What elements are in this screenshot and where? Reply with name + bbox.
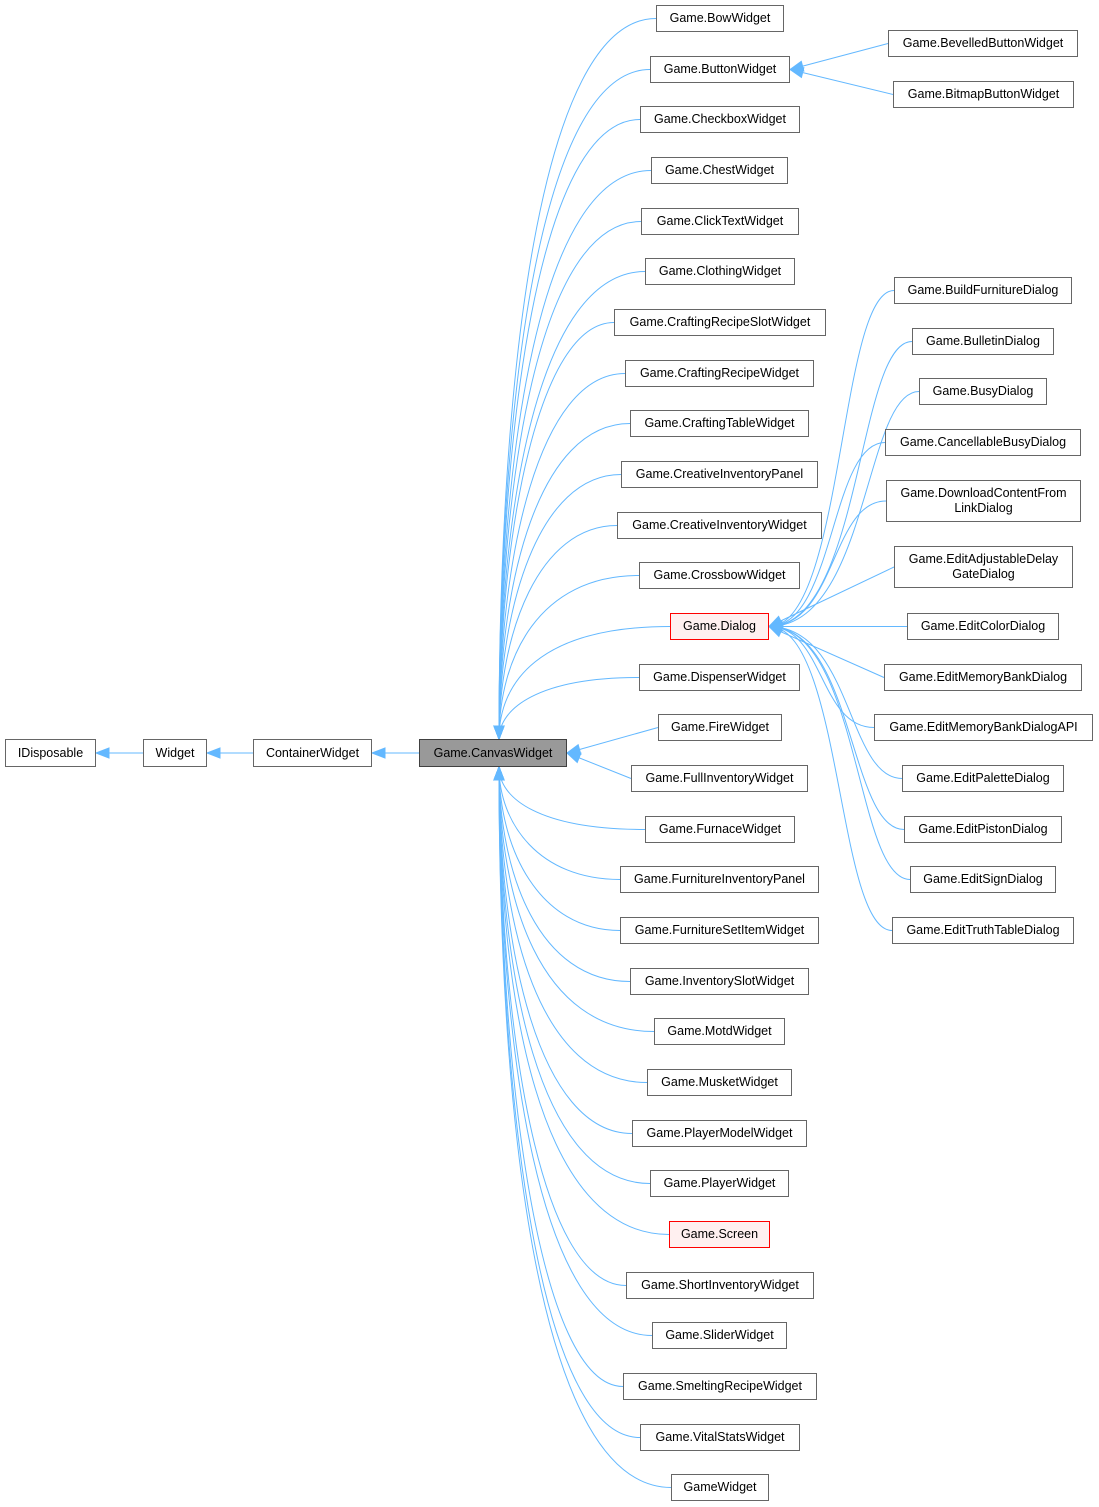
edge-short-inventory-widget-canvaswidget bbox=[498, 766, 627, 1286]
node-creative-inventory-panel[interactable]: Game.CreativeInventoryPanel bbox=[621, 461, 818, 488]
node-full-inventory-widget[interactable]: Game.FullInventoryWidget bbox=[631, 765, 808, 792]
node-busy-dialog[interactable]: Game.BusyDialog bbox=[919, 378, 1047, 405]
node-smelting-recipe-widget[interactable]: Game.SmeltingRecipeWidget bbox=[623, 1373, 817, 1400]
edge-crafting-table-widget-canvaswidget bbox=[498, 423, 631, 740]
node-crafting-recipe-slot-widget[interactable]: Game.CraftingRecipeSlotWidget bbox=[614, 309, 826, 336]
edge-furnace-widget-canvaswidget bbox=[498, 766, 646, 830]
node-inventory-slot-widget[interactable]: Game.InventorySlotWidget bbox=[630, 968, 809, 995]
node-furnace-widget[interactable]: Game.FurnaceWidget bbox=[645, 816, 795, 843]
node-player-widget[interactable]: Game.PlayerWidget bbox=[650, 1170, 789, 1197]
arrowhead-edit-truth-table-dialog-dialog bbox=[767, 620, 783, 633]
edge-edit-adjustable-delay-gate-dialog-dialog bbox=[768, 566, 895, 627]
edge-motd-widget-canvaswidget bbox=[498, 766, 655, 1032]
edge-edit-truth-table-dialog-dialog bbox=[768, 626, 893, 931]
edge-bevelled-buttonwidget bbox=[789, 43, 889, 70]
node-edit-adjustable-delay-gate-dialog[interactable]: Game.EditAdjustableDelay GateDialog bbox=[894, 546, 1073, 588]
node-crafting-recipe-widget[interactable]: Game.CraftingRecipeWidget bbox=[625, 360, 814, 387]
edge-dialog-canvaswidget bbox=[498, 626, 671, 740]
edge-screen-canvaswidget bbox=[498, 766, 670, 1235]
arrowhead-containerwidget-widget bbox=[205, 747, 221, 759]
node-build-furniture-dialog[interactable]: Game.BuildFurnitureDialog bbox=[894, 277, 1072, 304]
edge-build-furniture-dialog-dialog bbox=[768, 290, 895, 627]
node-slider-widget[interactable]: Game.SliderWidget bbox=[652, 1322, 787, 1349]
arrowhead-full-inventory-widget-canvaswidget bbox=[565, 752, 582, 764]
node-bevelled-button-widget[interactable]: Game.BevelledButtonWidget bbox=[888, 30, 1078, 57]
edge-checkbox-widget-canvaswidget bbox=[498, 119, 641, 740]
arrowhead-canvaswidget-containerwidget bbox=[370, 747, 386, 759]
edge-game-widget-canvaswidget bbox=[498, 766, 672, 1488]
node-click-text-widget[interactable]: Game.ClickTextWidget bbox=[641, 208, 799, 235]
node-edit-color-dialog[interactable]: Game.EditColorDialog bbox=[907, 613, 1059, 640]
node-fire-widget[interactable]: Game.FireWidget bbox=[658, 714, 782, 741]
edge-edit-palette-dialog-dialog bbox=[768, 626, 903, 779]
node-motd-widget[interactable]: Game.MotdWidget bbox=[654, 1018, 785, 1045]
node-screen[interactable]: Game.Screen bbox=[669, 1221, 770, 1248]
node-checkbox-widget[interactable]: Game.CheckboxWidget bbox=[640, 106, 800, 133]
edge-edit-sign-dialog-dialog bbox=[768, 626, 911, 880]
edge-creative-inventory-widget-canvaswidget bbox=[498, 525, 618, 740]
node-canvas-widget[interactable]: Game.CanvasWidget bbox=[419, 739, 567, 767]
node-edit-memory-bank-dialog-api[interactable]: Game.EditMemoryBankDialogAPI bbox=[874, 714, 1093, 741]
node-edit-palette-dialog[interactable]: Game.EditPaletteDialog bbox=[902, 765, 1064, 792]
node-edit-piston-dialog[interactable]: Game.EditPistonDialog bbox=[904, 816, 1062, 843]
edge-clothing-widget-canvaswidget bbox=[498, 271, 646, 740]
node-container-widget[interactable]: ContainerWidget bbox=[253, 739, 372, 767]
edge-crafting-recipe-widget-canvaswidget bbox=[498, 373, 626, 740]
edge-bulletin-dialog-dialog bbox=[768, 341, 913, 627]
node-download-content-from-link-dialog[interactable]: Game.DownloadContentFrom LinkDialog bbox=[886, 480, 1081, 522]
node-bulletin-dialog[interactable]: Game.BulletinDialog bbox=[912, 328, 1054, 355]
edge-player-model-widget-canvaswidget bbox=[498, 766, 633, 1134]
edge-furniture-set-item-widget-canvaswidget bbox=[498, 766, 621, 931]
node-edit-sign-dialog[interactable]: Game.EditSignDialog bbox=[910, 866, 1056, 893]
arrowhead-bitmap-buttonwidget bbox=[788, 67, 805, 79]
node-furniture-set-item-widget[interactable]: Game.FurnitureSetItemWidget bbox=[620, 917, 819, 944]
node-button-widget[interactable]: Game.ButtonWidget bbox=[650, 56, 790, 83]
node-short-inventory-widget[interactable]: Game.ShortInventoryWidget bbox=[626, 1272, 814, 1299]
node-musket-widget[interactable]: Game.MusketWidget bbox=[647, 1069, 792, 1096]
node-chest-widget[interactable]: Game.ChestWidget bbox=[651, 157, 788, 184]
edge-cancellable-busy-dialog-dialog bbox=[768, 442, 886, 627]
edge-dispenser-widget-canvaswidget bbox=[498, 677, 640, 740]
edge-slider-widget-canvaswidget bbox=[498, 766, 653, 1336]
edge-bitmap-buttonwidget bbox=[789, 69, 894, 95]
node-idisposable[interactable]: IDisposable bbox=[5, 739, 96, 767]
edge-crossbow-widget-canvaswidget bbox=[498, 575, 640, 740]
edge-inventory-slot-widget-canvaswidget bbox=[498, 766, 631, 982]
arrowhead-widget-idisposable bbox=[94, 747, 110, 759]
node-vital-stats-widget[interactable]: Game.VitalStatsWidget bbox=[640, 1424, 800, 1451]
node-cancellable-busy-dialog[interactable]: Game.CancellableBusyDialog bbox=[885, 429, 1081, 456]
node-furniture-inventory-panel[interactable]: Game.FurnitureInventoryPanel bbox=[620, 866, 819, 893]
node-crossbow-widget[interactable]: Game.CrossbowWidget bbox=[639, 562, 800, 589]
arrowhead-game-widget-canvaswidget bbox=[493, 765, 505, 781]
node-widget[interactable]: Widget bbox=[143, 739, 207, 767]
node-crafting-table-widget[interactable]: Game.CraftingTableWidget bbox=[630, 410, 809, 437]
node-bitmap-button-widget[interactable]: Game.BitmapButtonWidget bbox=[893, 81, 1074, 108]
edge-download-content-from-link-dialog-dialog bbox=[768, 500, 887, 627]
node-creative-inventory-widget[interactable]: Game.CreativeInventoryWidget bbox=[617, 512, 822, 539]
edge-player-widget-canvaswidget bbox=[498, 766, 651, 1184]
node-dialog[interactable]: Game.Dialog bbox=[670, 613, 769, 640]
arrowhead-dispenser-widget-canvaswidget bbox=[493, 725, 505, 741]
node-edit-memory-bank-dialog[interactable]: Game.EditMemoryBankDialog bbox=[884, 664, 1082, 691]
edge-crafting-recipe-slot-widget-canvaswidget bbox=[498, 322, 615, 740]
edge-chest-widget-canvaswidget bbox=[498, 170, 652, 740]
edge-edit-memory-bank-dialog-api-dialog bbox=[768, 626, 875, 728]
edge-busy-dialog-dialog bbox=[768, 391, 920, 627]
node-clothing-widget[interactable]: Game.ClothingWidget bbox=[645, 258, 795, 285]
edge-fire-widget-canvaswidget bbox=[566, 727, 659, 754]
edge-furniture-inventory-panel-canvaswidget bbox=[498, 766, 621, 880]
node-player-model-widget[interactable]: Game.PlayerModelWidget bbox=[632, 1120, 807, 1147]
edge-smelting-recipe-widget-canvaswidget bbox=[498, 766, 624, 1387]
edge-creative-inventory-panel-canvaswidget bbox=[498, 474, 622, 740]
edge-click-text-widget-canvaswidget bbox=[498, 221, 642, 740]
node-dispenser-widget[interactable]: Game.DispenserWidget bbox=[639, 664, 800, 691]
edge-musket-widget-canvaswidget bbox=[498, 766, 648, 1083]
node-game-widget[interactable]: GameWidget bbox=[671, 1474, 769, 1501]
node-edit-truth-table-dialog[interactable]: Game.EditTruthTableDialog bbox=[892, 917, 1074, 944]
node-bow-widget[interactable]: Game.BowWidget bbox=[656, 5, 784, 32]
